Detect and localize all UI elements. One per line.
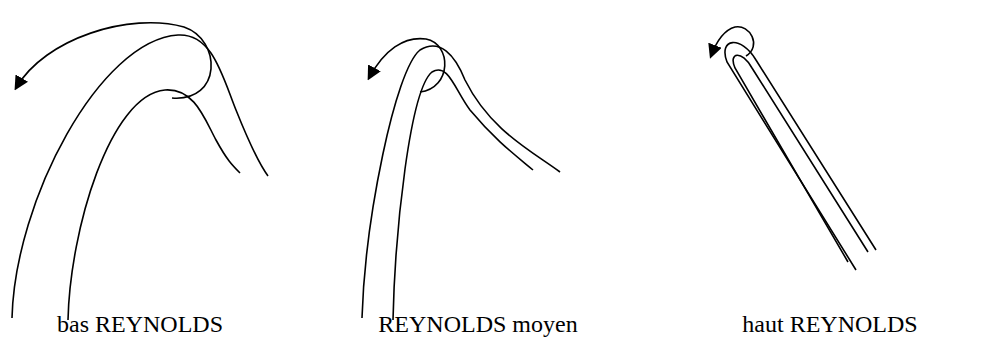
rotation-arrow	[711, 27, 754, 56]
vortex-line	[12, 35, 268, 318]
vortex-line	[68, 90, 240, 320]
vortex-line	[725, 43, 876, 270]
reynolds-caption: REYNOLDS moyen	[378, 310, 577, 339]
rotation-arrow	[369, 39, 445, 92]
vortex-line	[393, 70, 533, 320]
reynolds-caption: bas REYNOLDS	[57, 310, 223, 339]
vortex-line	[362, 46, 560, 318]
rotation-arrow	[16, 23, 211, 98]
vortex-line	[733, 55, 868, 262]
reynolds-caption: haut REYNOLDS	[742, 310, 917, 339]
